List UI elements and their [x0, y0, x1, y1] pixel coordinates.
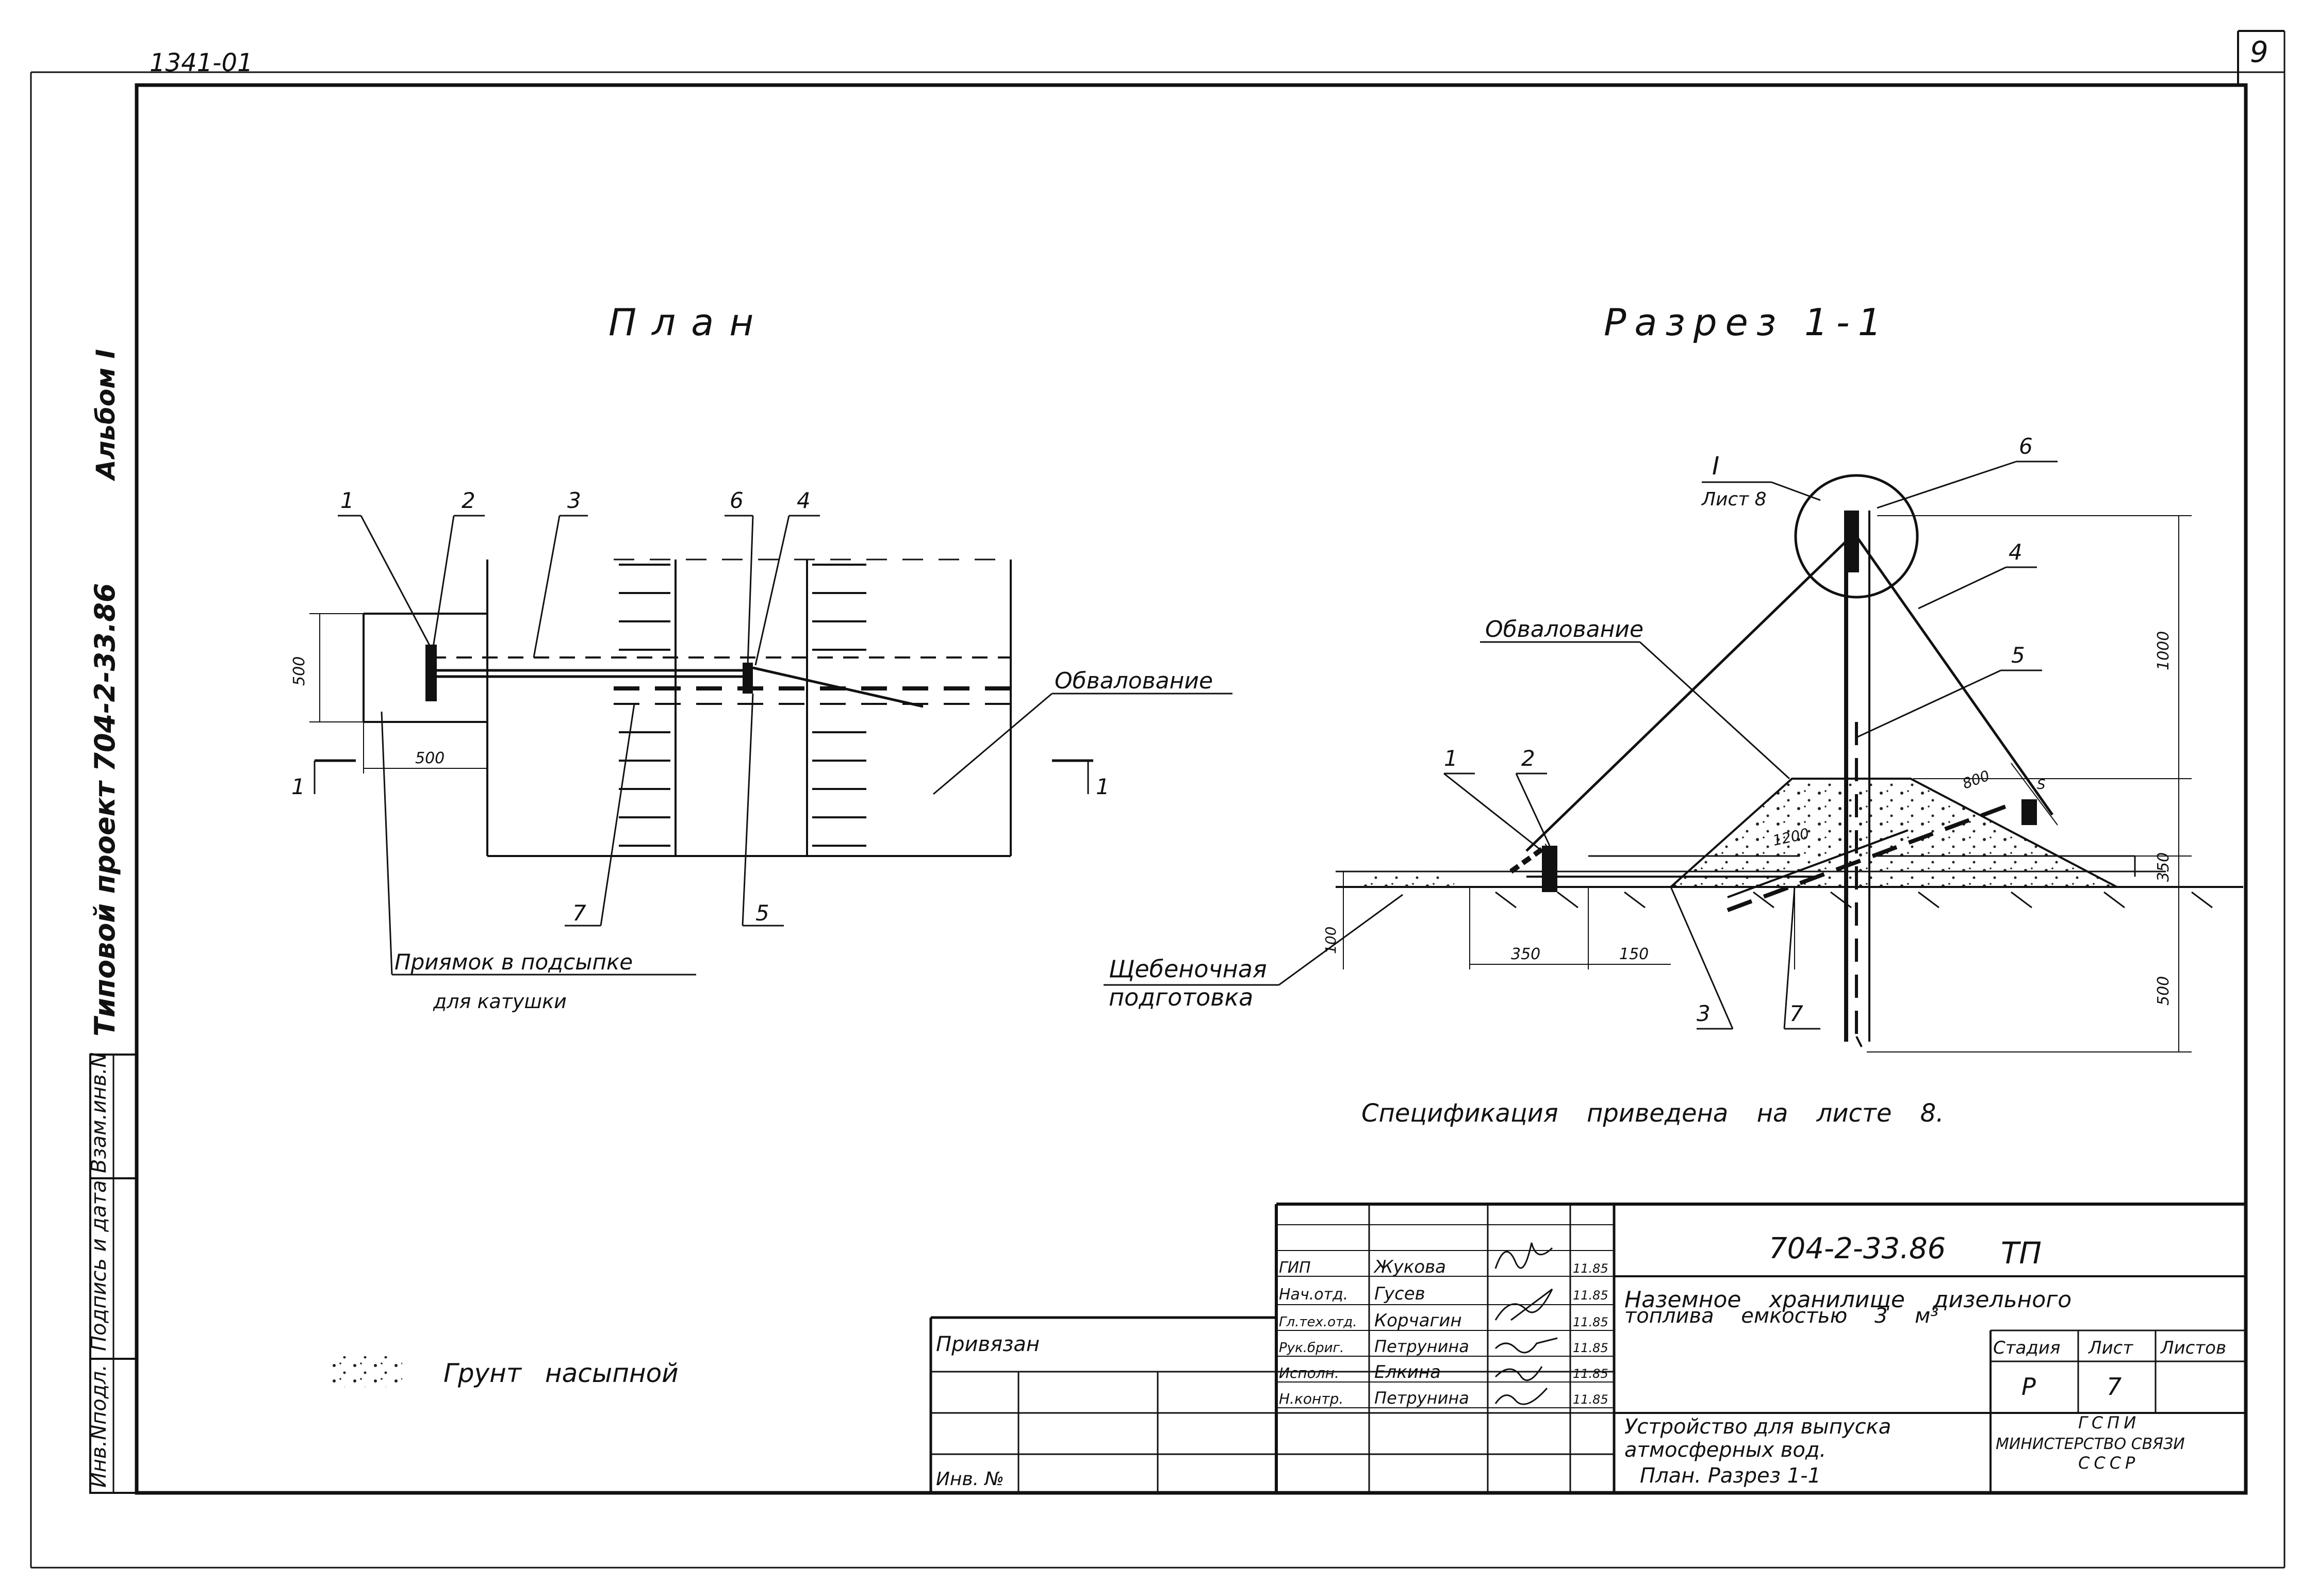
section-detail-mark: I [1712, 452, 1719, 481]
tb-role-4: Исполн. [1279, 1364, 1339, 1381]
plan-label-2: 2 [462, 488, 475, 513]
tb-date-2: 11.85 [1573, 1315, 1608, 1329]
tb-type: ТП [2001, 1236, 2042, 1271]
section-view: Разрез 1-1 350 150 [1104, 301, 2243, 1052]
section-label-2: 2 [1521, 746, 1535, 771]
album-label: Альбом I [91, 349, 121, 482]
tb-name-0: Жукова [1373, 1257, 1446, 1277]
tb-role-2: Гл.тех.отд. [1279, 1314, 1357, 1330]
page-number: 9 [2250, 36, 2268, 69]
tb-bound-label: Привязан [936, 1332, 1040, 1356]
section-dim-800: 800 [1960, 767, 1992, 792]
tb-name-5: Петрунина [1374, 1388, 1469, 1408]
soil-legend-swatch [330, 1356, 402, 1387]
section-title: Разрез 1-1 [1604, 301, 1890, 344]
section-gravel-line1: Щебеночная [1109, 955, 1267, 983]
plan-title: План [609, 301, 769, 344]
tb-name-2: Корчагин [1374, 1310, 1462, 1331]
spec-note: Спецификация приведена на листе 8. [1361, 1099, 1944, 1128]
tb-org-line3: СССР [2078, 1453, 2139, 1473]
tb-date-3: 11.85 [1573, 1341, 1608, 1355]
section-label-4: 4 [2009, 539, 2023, 565]
section-label-3: 3 [1697, 1001, 1711, 1026]
plan-pit-note-line2: для катушки [433, 990, 567, 1013]
tb-name-3: Петрунина [1374, 1337, 1469, 1356]
plan-label-1: 1 [340, 488, 354, 513]
section-label-6: 6 [2019, 434, 2033, 459]
margin-replace-label: Взам.инв.N [87, 1052, 111, 1173]
tb-object-line2: топлива емкостью 3 м³ [1624, 1304, 1938, 1328]
tb-sheet-title-line1: Устройство для выпуска [1624, 1415, 1891, 1439]
plan-section-mark-right: 1 [1096, 774, 1110, 799]
section-gravel-line2: подготовка [1109, 983, 1253, 1011]
section-label-7: 7 [1789, 1001, 1803, 1026]
signatures [1494, 1242, 1558, 1405]
tb-name-1: Гусев [1374, 1284, 1425, 1304]
tb-sheet-title-line2: атмосферных вод. [1624, 1438, 1826, 1462]
tb-stage: Р [2021, 1373, 2036, 1401]
doc-code: 1341-01 [150, 48, 253, 77]
tb-date-5: 11.85 [1573, 1392, 1608, 1407]
tb-role-3: Рук.бриг. [1279, 1340, 1344, 1356]
tb-object-line1: Наземное хранилище дизельного [1624, 1287, 2071, 1313]
tb-sheets-header: Листов [2160, 1338, 2226, 1358]
tb-org-line1: ГСПИ [2078, 1413, 2140, 1433]
tb-stage-header: Стадия [1993, 1338, 2060, 1358]
project-label-vertical: Типовой проект 704-2-33.86 [89, 583, 121, 1036]
tb-date-4: 11.85 [1573, 1367, 1608, 1381]
section-dim-1000: 1000 [2155, 631, 2173, 670]
tb-role-0: ГИП [1279, 1259, 1311, 1277]
tb-sign-rows: ГИП Жукова 11.85 Нач.отд. Гусев 11.85 Гл… [1279, 1257, 1608, 1408]
sheet-frame [30, 30, 2285, 1569]
margin-inv-label: Инв.Nподл. [87, 1364, 111, 1488]
section-dim-100: 100 [1322, 927, 1339, 954]
plan-dim-500-vertical: 500 [290, 656, 308, 686]
tb-sheet: 7 [2107, 1373, 2122, 1401]
tb-sheet-title-line3: План. Разрез 1-1 [1640, 1464, 1821, 1488]
plan-label-4: 4 [797, 488, 811, 513]
section-dim-350: 350 [2155, 852, 2173, 882]
section-berm-label: Обвалование [1485, 616, 1643, 643]
plan-view: План 500 500 [290, 301, 1232, 1013]
plan-pit-note-line1: Приямок в подсыпке [394, 949, 633, 975]
plan-label-5: 5 [755, 900, 769, 926]
tb-name-4: Елкина [1374, 1362, 1441, 1383]
plan-label-7: 7 [572, 900, 586, 926]
tb-date-0: 11.85 [1573, 1261, 1608, 1276]
tb-org-line2: МИНИСТЕРСТВО СВЯЗИ [1996, 1435, 2185, 1453]
section-dim-500: 500 [2155, 976, 2173, 1006]
plan-section-mark-left: 1 [291, 774, 305, 799]
tb-role-5: Н.контр. [1279, 1390, 1343, 1407]
plan-label-3: 3 [567, 488, 581, 513]
tb-sheet-header: Лист [2087, 1338, 2133, 1358]
section-label-5: 5 [2011, 643, 2025, 668]
plan-label-6: 6 [730, 488, 744, 513]
section-label-1: 1 [1444, 746, 1458, 771]
section-detail-sheet: Лист 8 [1701, 489, 1767, 510]
soil-legend-label: Грунт насыпной [443, 1358, 679, 1388]
margin-sign-label: Подпись и дата [87, 1180, 111, 1351]
section-dim-sl: S [2037, 777, 2046, 793]
title-block [929, 1203, 2246, 1493]
tb-code: 704-2-33.86 [1769, 1232, 1946, 1265]
section-dim-150: 150 [1619, 945, 1649, 963]
tb-role-1: Нач.отд. [1279, 1286, 1348, 1304]
tb-date-1: 11.85 [1573, 1288, 1608, 1303]
left-margin: Альбом I Типовой проект 704-2-33.86 Инв.… [87, 349, 138, 1494]
section-dim-350-bottom: 350 [1511, 945, 1540, 963]
tb-inv-label: Инв. № [936, 1469, 1004, 1490]
plan-dim-500-horizontal: 500 [415, 749, 445, 767]
plan-berm-label: Обвалование [1055, 668, 1213, 694]
